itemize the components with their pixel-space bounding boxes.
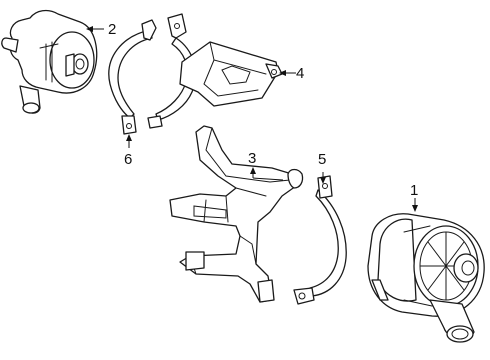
- callout-5: 5: [318, 151, 326, 168]
- callout-3: 3: [248, 150, 256, 167]
- part-2-pump-small: [1, 9, 98, 114]
- callout-6: 6: [124, 151, 132, 168]
- part-6-band-clamp: [108, 13, 197, 135]
- part-4-mounting-bracket: [179, 41, 283, 107]
- part-1-main-pump: [367, 213, 485, 343]
- part-3-support-bracket: [169, 125, 304, 303]
- part-5-strap-clamp: [293, 175, 347, 305]
- callout-1: 1: [410, 182, 418, 199]
- callout-4: 4: [296, 65, 304, 82]
- callout-2: 2: [108, 21, 116, 38]
- callout-leaders: [86, 26, 418, 212]
